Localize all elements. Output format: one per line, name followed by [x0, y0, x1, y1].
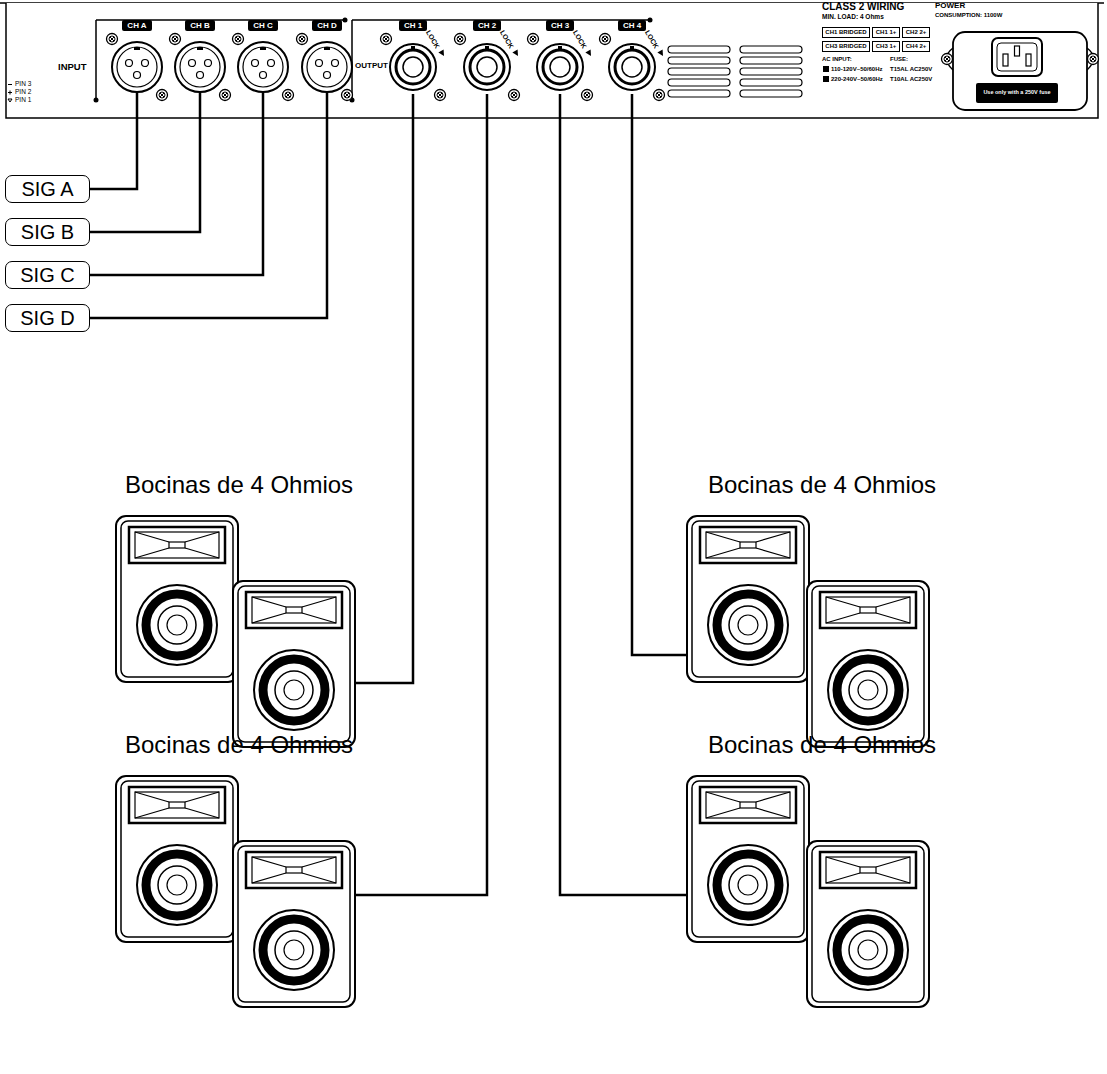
fuse-note: Use only with a 250V fuse: [977, 90, 1057, 96]
table-cell: CH1 BRIDGED: [822, 27, 870, 38]
lock-arrows: [438, 50, 663, 57]
channel-tag: CH 3: [546, 20, 574, 31]
channel-tag: CH D: [312, 20, 342, 31]
speaker-pair: Bocinas de 4 Ohmios: [115, 775, 356, 1008]
input-jack: CH B: [170, 14, 230, 93]
output-bus-line: [350, 18, 653, 103]
input-jack: CH A: [107, 14, 167, 93]
speaker-heading: Bocinas de 4 Ohmios: [125, 473, 353, 497]
signal-source-box: SIG A: [5, 175, 90, 203]
speaker-heading: Bocinas de 4 Ohmios: [708, 733, 936, 757]
speaker-wire: [632, 94, 686, 655]
pin-name: PIN 1: [15, 97, 31, 104]
table-cell: CH3 1+: [872, 41, 900, 52]
speakers: [116, 516, 929, 1007]
output-jack: CH 3: [530, 14, 590, 94]
xlr-input-jacks: [107, 34, 353, 101]
pin-name: PIN 2: [15, 89, 31, 96]
lock-label: LOCK: [499, 29, 515, 50]
signal-name: SIG A: [21, 179, 73, 199]
speaker-heading: Bocinas de 4 Ohmios: [125, 733, 353, 757]
section-label: INPUT: [58, 62, 87, 72]
speaker-wire: [90, 93, 327, 318]
voltage-marks: [823, 66, 829, 82]
speaker-pair: Bocinas de 4 Ohmios: [686, 775, 930, 1008]
speakon-output-jacks: [381, 34, 665, 101]
spec-note: 220-240V~50/60Hz: [831, 76, 883, 82]
speaker-wire: [356, 94, 487, 895]
signal-source-box: SIG B: [5, 218, 90, 246]
signal-name: SIG D: [20, 308, 74, 328]
speaker-pair: Bocinas de 4 Ohmios: [115, 515, 356, 748]
vent-slots: [668, 46, 802, 97]
spec-note: CONSUMPTION: 1100W: [935, 12, 1002, 18]
channel-tag: CH 4: [618, 20, 646, 31]
speaker-wire: [90, 93, 137, 189]
table-cell: CH1 1+: [872, 27, 900, 38]
channel-tag: CH 2: [473, 20, 501, 31]
channel-tag: CH 1: [399, 20, 427, 31]
input-jack: CH D: [297, 14, 357, 93]
spec-note: AC INPUT:: [822, 56, 852, 62]
channel-tag: CH B: [185, 20, 215, 31]
spec-note: FUSE:: [890, 56, 908, 62]
output-jack: CH 4: [602, 14, 662, 94]
amplifier-panel: [0, 3, 1104, 118]
table-cell: CH2 2+: [902, 27, 930, 38]
speaker-wire: [560, 94, 686, 895]
channel-tag: CH C: [248, 20, 278, 31]
lock-label: LOCK: [425, 29, 441, 50]
output-jack: CH 1: [383, 14, 443, 94]
speaker-heading: Bocinas de 4 Ohmios: [708, 473, 936, 497]
spec-note: T15AL AC250V: [890, 66, 932, 72]
power-inlet: [942, 32, 1099, 110]
lock-label: LOCK: [572, 29, 588, 50]
section-label: OUTPUT: [355, 62, 388, 70]
signal-source-box: SIG C: [5, 261, 90, 289]
signal-source-box: SIG D: [5, 304, 90, 332]
pin-marks: [8, 85, 12, 103]
spec-note: 110-120V~50/60Hz: [831, 66, 883, 72]
table-cell: CH4 2+: [902, 41, 930, 52]
spec-note: MIN. LOAD: 4 Ohms: [822, 14, 884, 21]
spec-note: T10AL AC250V: [890, 76, 932, 82]
speaker-wire: [90, 93, 263, 275]
signal-name: SIG B: [21, 222, 74, 242]
speaker-pair: Bocinas de 4 Ohmios: [686, 515, 930, 748]
output-jack: CH 2: [457, 14, 517, 94]
speaker-wire: [90, 93, 200, 232]
signal-name: SIG C: [20, 265, 74, 285]
speaker-wire: [356, 94, 413, 683]
pin-name: PIN 3: [15, 81, 31, 88]
input-jack: CH C: [233, 14, 293, 93]
panel-heading: POWER: [935, 2, 965, 10]
panel-heading: CLASS 2 WIRING: [822, 2, 904, 12]
lock-label: LOCK: [644, 29, 660, 50]
table-cell: CH3 BRIDGED: [822, 41, 870, 52]
channel-tag: CH A: [122, 20, 151, 31]
